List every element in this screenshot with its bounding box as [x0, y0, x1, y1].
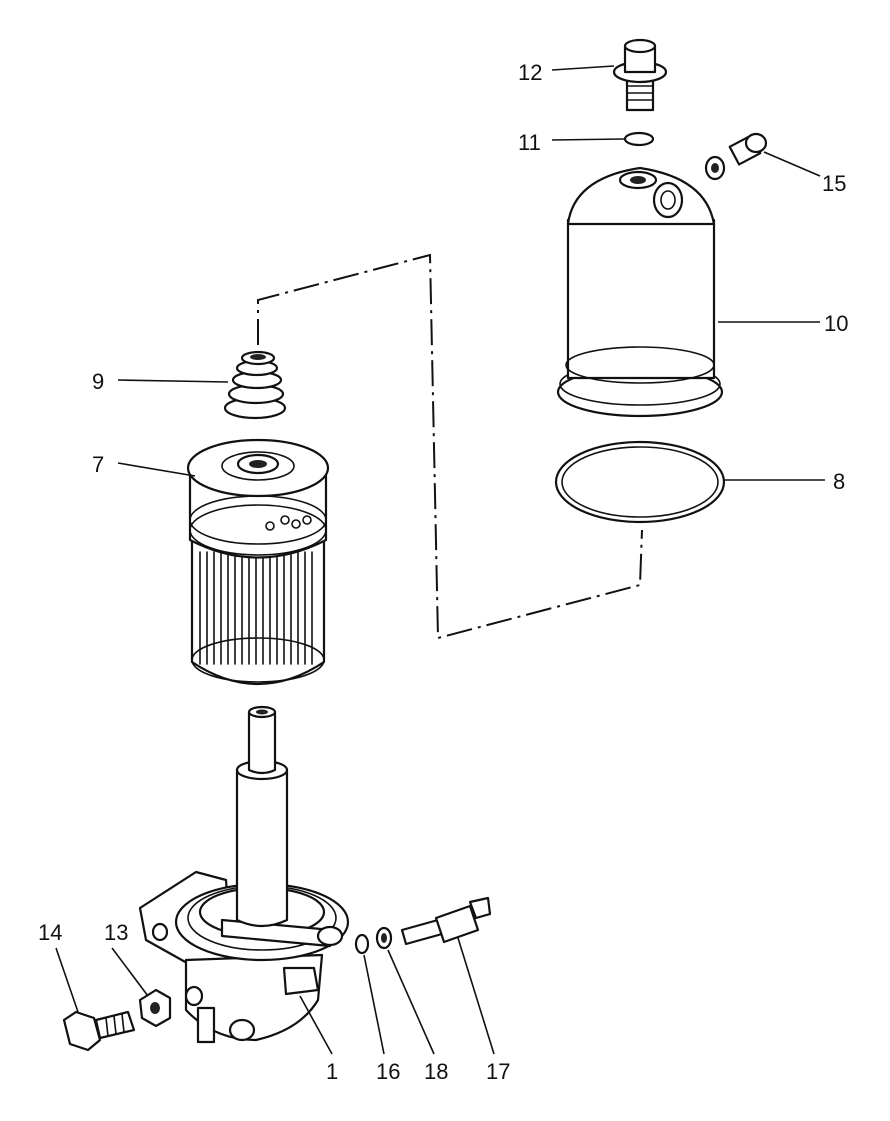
- part-12-bolt: [612, 38, 668, 112]
- callout-15: 15: [822, 171, 846, 196]
- callout-17: 17: [486, 1059, 510, 1084]
- callout-14: 14: [38, 920, 62, 945]
- callout-13: 13: [104, 920, 128, 945]
- callout-8: 8: [833, 469, 845, 494]
- callout-1: 1: [326, 1059, 338, 1084]
- part-9-bellows-seal: [223, 350, 287, 420]
- part-13-nut: [138, 988, 172, 1028]
- part-15-plug: [704, 132, 768, 181]
- callout-18: 18: [424, 1059, 448, 1084]
- part-1-filter-head: [138, 705, 350, 1044]
- part-18-washer: [375, 926, 393, 950]
- callout-7: 7: [92, 452, 104, 477]
- callout-10: 10: [824, 311, 848, 336]
- part-16-washer: [354, 933, 370, 955]
- part-17-sensor: [400, 896, 492, 946]
- part-11-o-ring: [623, 131, 655, 147]
- part-14-bolt: [62, 1010, 136, 1052]
- part-7-filter-element: [186, 438, 330, 685]
- callout-12: 12: [518, 60, 542, 85]
- assembly-phantom-line: [257, 253, 643, 640]
- part-10-filter-bowl: [556, 166, 724, 418]
- part-8-o-ring: [554, 440, 726, 524]
- callout-11: 11: [518, 130, 541, 155]
- callout-9: 9: [92, 369, 104, 394]
- callout-16: 16: [376, 1059, 400, 1084]
